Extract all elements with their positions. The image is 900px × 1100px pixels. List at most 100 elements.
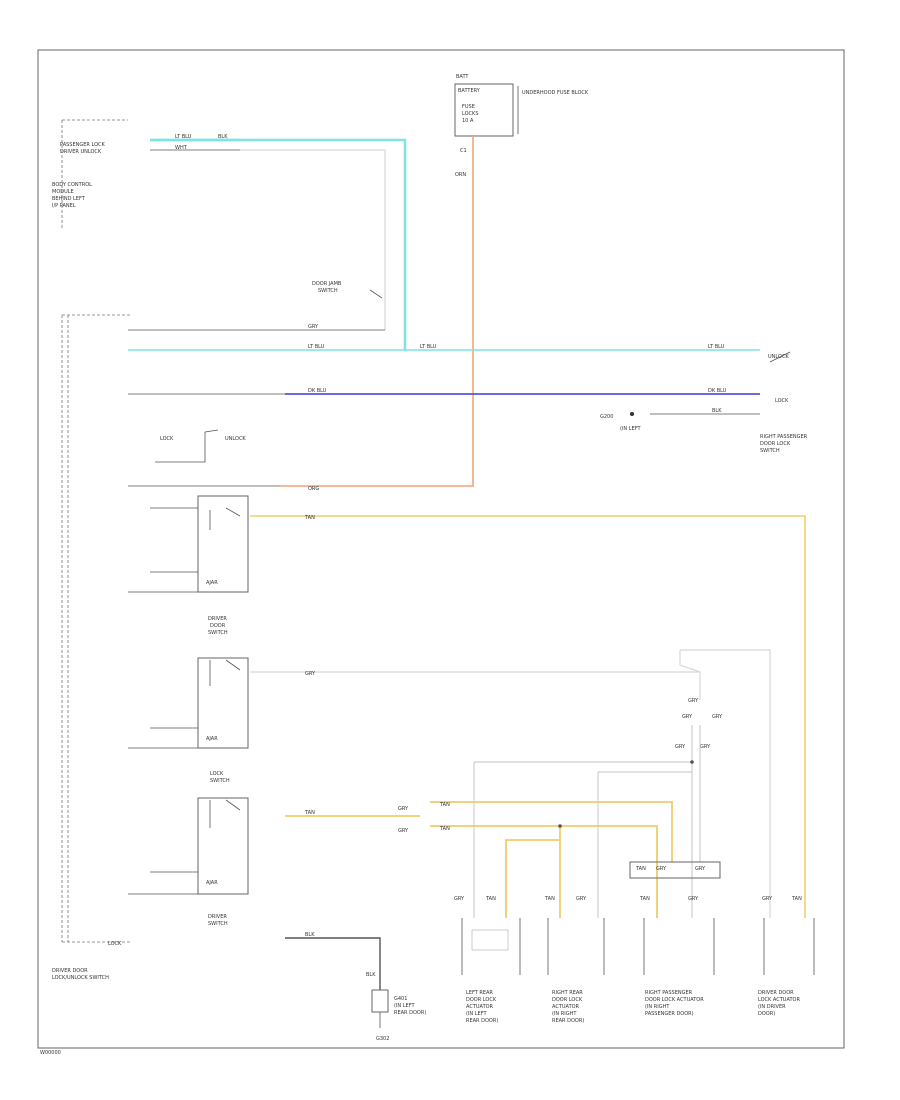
door-jamb-switch-label-2: SWITCH xyxy=(318,288,338,294)
lock-switch-label-2: SWITCH xyxy=(210,778,230,784)
ajar-label-2: AJAR xyxy=(206,736,218,742)
act1-wire-tan: TAN xyxy=(485,896,496,902)
fuse-block-locks: LOCKS xyxy=(462,111,479,117)
ajar-label-1: AJAR xyxy=(206,580,218,586)
act1-wire-gry: GRY xyxy=(454,896,465,902)
wire-tan-upper xyxy=(430,801,673,862)
driver-switch-box xyxy=(197,495,249,593)
act3-wire-tan: TAN xyxy=(639,896,650,902)
wire-ltblu-trunk xyxy=(150,138,407,350)
actuator-1-label-a: LEFT REAR xyxy=(466,990,493,996)
underhood-fuse-block-label: UNDERHOOD FUSE BLOCK xyxy=(522,90,589,96)
actuator-3-label-c: (IN RIGHT xyxy=(645,1004,670,1010)
act4-wire-tan: TAN xyxy=(791,896,802,902)
lock-label-bottom: LOCK xyxy=(108,941,122,947)
driver-switch-b-contact xyxy=(225,799,241,811)
wire-label-gry-3: GRY xyxy=(688,698,699,704)
wire-label-dkblu-2: DK BLU xyxy=(708,388,727,394)
fuse-connector-label: C1 xyxy=(460,148,467,154)
wire-label-tan-4: TAN xyxy=(439,826,450,832)
act2-wire-tan: TAN xyxy=(544,896,555,902)
actuator-1-label-e: REAR DOOR) xyxy=(466,1018,498,1024)
actuator-2-label-d: (IN RIGHT xyxy=(552,1011,577,1017)
wire-label-gry-8: GRY xyxy=(398,806,409,812)
wire-label-gry-9: GRY xyxy=(398,828,409,834)
wire-label-gry-10: GRY xyxy=(656,866,667,872)
wire-label-gry-1: GRY xyxy=(308,324,319,330)
actuator-4-label-d: DOOR) xyxy=(758,1011,775,1017)
wire-label-ltblu-4: LT BLU xyxy=(708,344,725,350)
driver-unlock-label: DRIVER UNLOCK xyxy=(60,149,102,155)
wire-blk-ground xyxy=(285,937,381,990)
diagram-code: W00000 xyxy=(40,1050,61,1056)
ground-splice xyxy=(630,412,634,416)
lock-switch-box xyxy=(197,657,249,749)
behind-dash-label: BEHIND LEFT xyxy=(52,196,86,202)
wire-label-blk-1: BLK xyxy=(218,134,228,140)
ground-a-label: G401 xyxy=(394,996,407,1002)
driver-switch-label-3: SWITCH xyxy=(208,630,228,636)
ground-label-g302: G302 xyxy=(376,1036,389,1042)
actuator-4-label-c: (IN DRIVER xyxy=(758,1004,786,1010)
wire-wht-trunk xyxy=(240,149,386,330)
actuator-1-label-c: ACTUATOR xyxy=(466,1004,494,1010)
wire-gry-lock xyxy=(250,671,701,700)
wire-label-org: ORG xyxy=(308,486,319,492)
driver-switch-b-label-1: DRIVER xyxy=(208,914,227,920)
fuse-batt-label: BATT xyxy=(456,74,469,80)
lock-switch-label-1: LOCK xyxy=(210,771,224,777)
wire-org-trunk xyxy=(280,136,474,487)
lock-unlock-switch-line xyxy=(155,432,206,463)
wire-tan-lower xyxy=(430,825,658,918)
ajar-label-3: AJAR xyxy=(206,880,218,886)
fuse-block-box xyxy=(454,83,514,137)
rfp-lock-label: LOCK xyxy=(775,398,789,404)
actuator-1-label-b: DOOR LOCK xyxy=(466,997,497,1003)
ground-connector xyxy=(371,989,389,1013)
wire-label-gry-7: GRY xyxy=(700,744,711,750)
ground-g200: G200 xyxy=(600,414,613,420)
wire-label-gry-2: GRY xyxy=(305,671,316,677)
ground-a3-label: REAR DOOR) xyxy=(394,1010,426,1016)
door-jamb-switch-contact xyxy=(369,289,383,299)
actuator-3-label-b: DOOR LOCK ACTUATOR xyxy=(645,997,704,1003)
wire-label-gry-4: GRY xyxy=(682,714,693,720)
wire-label-ltblu-2: LT BLU xyxy=(308,344,325,350)
wire-label-tan-3: TAN xyxy=(439,802,450,808)
wire-label-tan-1: TAN xyxy=(304,515,315,521)
driver-switch-label-1: DRIVER xyxy=(208,616,227,622)
lock-switch-contact xyxy=(225,659,241,671)
bottom-left-label-2: LOCK/UNLOCK SWITCH xyxy=(52,975,109,981)
actuator-2-label-e: REAR DOOR) xyxy=(552,1018,584,1024)
act3-wire-gry: GRY xyxy=(688,896,699,902)
act4-wire-gry: GRY xyxy=(762,896,773,902)
wire-label-blk-3: BLK xyxy=(305,932,315,938)
actuator-4-label-b: LOCK ACTUATOR xyxy=(758,997,800,1003)
fuse-block-fuse: FUSE xyxy=(462,104,475,110)
splice-box xyxy=(629,861,721,879)
wire-label-gry-6: GRY xyxy=(675,744,686,750)
wire-label-ltblu-3: LT BLU xyxy=(420,344,437,350)
wire-label-dkblu-1: DK BLU xyxy=(308,388,327,394)
rfp-switch-contact xyxy=(769,351,791,363)
module-label: MODULE xyxy=(52,189,74,195)
wire-label-wht-1: WHT xyxy=(175,145,188,151)
wire-label-blk-2: BLK xyxy=(712,408,722,414)
unlock-word: UNLOCK xyxy=(225,436,246,442)
act2-wire-gry: GRY xyxy=(576,896,587,902)
passenger-lock-label: PASSENGER LOCK xyxy=(60,142,105,148)
diagram-frame xyxy=(37,49,845,1049)
lock-word: LOCK xyxy=(160,436,174,442)
body-control-label: BODY CONTROL xyxy=(52,182,92,188)
driver-switch-label-2: DOOR xyxy=(210,623,226,629)
bottom-left-label-1: DRIVER DOOR xyxy=(52,968,88,974)
driver-switch-contact xyxy=(225,507,241,517)
actuator-2-label-c: ACTUATOR xyxy=(552,1004,580,1010)
wire-label-ltblu-1: LT BLU xyxy=(175,134,192,140)
driver-switch-b-box xyxy=(197,797,249,895)
driver-switch-b-label-2: SWITCH xyxy=(208,921,228,927)
actuator-3-label-d: PASSENGER DOOR) xyxy=(645,1011,694,1017)
wire-label-blk-4: BLK xyxy=(366,972,376,978)
wire-label-tan-2: TAN xyxy=(304,810,315,816)
